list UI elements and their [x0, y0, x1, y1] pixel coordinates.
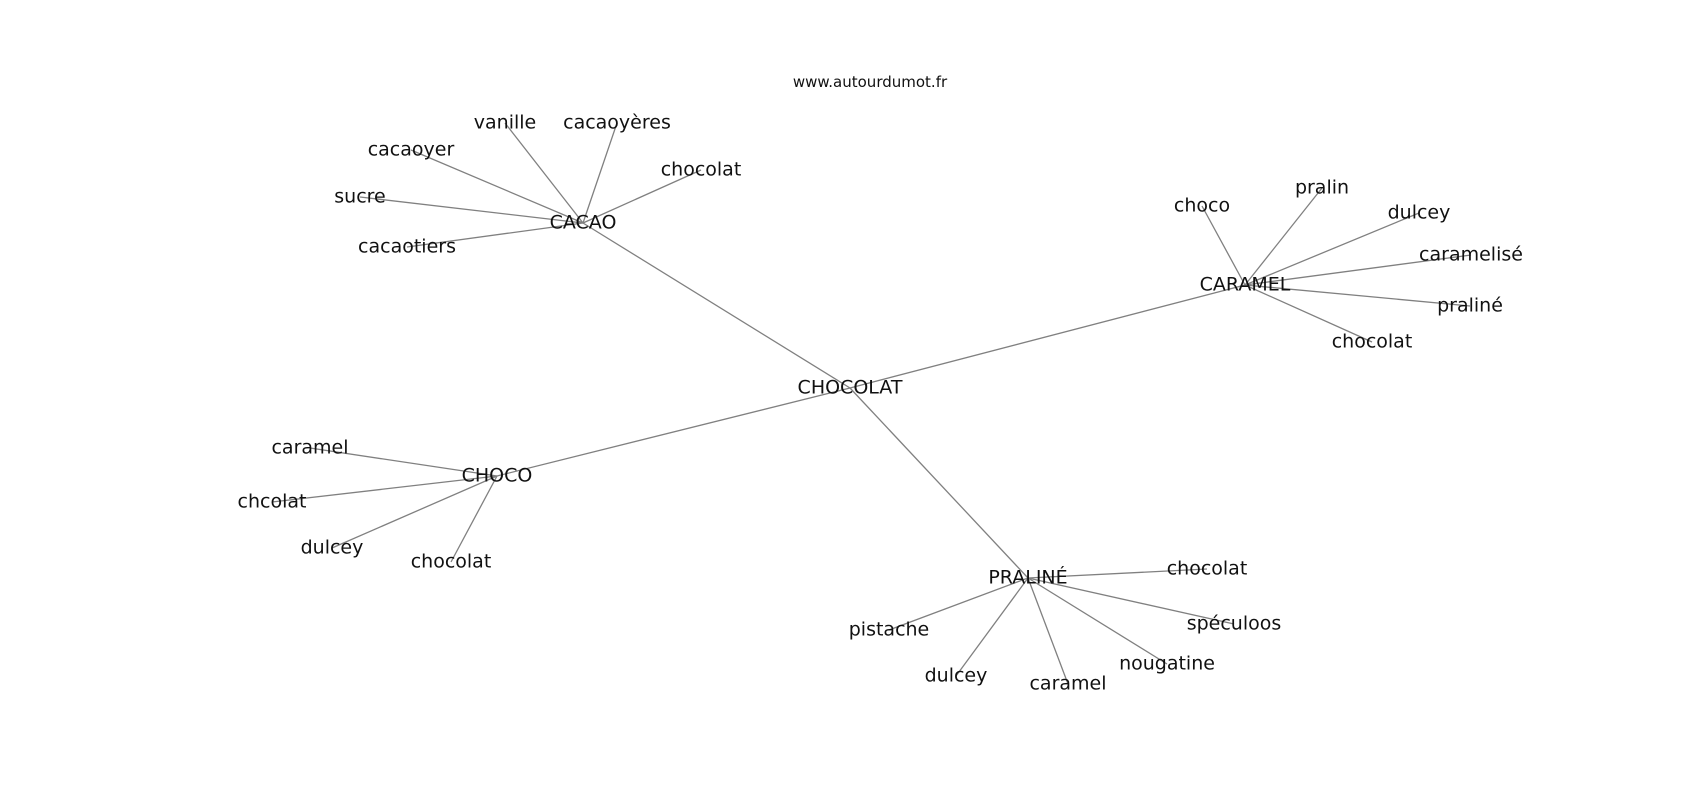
edge-caramel-pralin: [1244, 187, 1323, 286]
edge-caramel-praline: [1244, 284, 1471, 307]
node-hub-praline: PRALINÉ: [988, 566, 1067, 589]
edge-praline-pistache: [888, 577, 1029, 631]
node-leaf-caramel-dulcey: dulcey: [1388, 202, 1451, 224]
node-leaf-cacao-vanille: vanille: [474, 112, 536, 134]
edge-root-caramel: [849, 284, 1246, 389]
node-leaf-choco-chcolat: chcolat: [238, 491, 307, 513]
edge-root-choco: [496, 387, 851, 477]
edge-choco-dulcey: [331, 475, 498, 549]
edge-cacao-cacaoyer: [410, 149, 584, 224]
node-leaf-caramel-pralin: pralin: [1295, 177, 1349, 199]
edge-caramel-caramelise: [1244, 254, 1472, 286]
edge-cacao-sucre: [359, 196, 584, 224]
edges-layer: [271, 122, 1472, 685]
node-leaf-cacao-cacaoyeres: cacaoyères: [563, 112, 671, 134]
edge-caramel-dulcey: [1244, 212, 1420, 286]
node-leaf-caramel-chocolat: chocolat: [1332, 331, 1413, 353]
edge-choco-chcolat: [271, 475, 498, 503]
node-leaf-praline-caramel: caramel: [1029, 673, 1106, 695]
node-root-chocolat: CHOCOLAT: [798, 377, 903, 399]
node-hub-caramel: CARAMEL: [1200, 274, 1291, 296]
edge-praline-speculoos: [1027, 577, 1235, 625]
edge-caramel-chocolat: [1244, 284, 1373, 343]
node-leaf-praline-chocolat: chocolat: [1167, 558, 1248, 580]
edge-praline-dulcey: [955, 577, 1029, 677]
labels-layer: www.autourdumot.fr CHOCOLAT CACAO vanille c…: [238, 73, 1523, 695]
node-hub-cacao: CACAO: [550, 212, 617, 234]
edge-choco-caramel: [309, 447, 498, 477]
node-leaf-cacao-chocolat: chocolat: [661, 159, 742, 181]
edge-cacao-cacaotiers: [406, 222, 584, 248]
node-leaf-cacao-sucre: sucre: [334, 186, 385, 208]
edge-cacao-cacaoyeres: [582, 122, 618, 224]
node-leaf-choco-chocolat: chocolat: [411, 551, 492, 573]
node-leaf-cacao-cacaotiers: cacaotiers: [358, 236, 456, 258]
node-leaf-choco-caramel: caramel: [271, 437, 348, 459]
edge-praline-chocolat: [1027, 568, 1208, 579]
source-label: www.autourdumot.fr: [793, 73, 948, 91]
edge-root-cacao: [582, 222, 851, 389]
node-leaf-praline-dulcey: dulcey: [925, 665, 988, 687]
edge-praline-nougatine: [1027, 577, 1168, 665]
node-hub-choco: CHOCO: [462, 465, 533, 487]
node-leaf-choco-dulcey: dulcey: [301, 537, 364, 559]
edge-cacao-chocolat: [582, 169, 702, 224]
node-leaf-praline-speculoos: spéculoos: [1187, 613, 1282, 635]
node-leaf-caramel-praline: praliné: [1437, 295, 1503, 317]
node-leaf-praline-pistache: pistache: [849, 619, 930, 641]
edge-caramel-choco: [1201, 205, 1246, 286]
edge-choco-chocolat: [450, 475, 498, 563]
node-leaf-caramel-caramelise: caramelisé: [1419, 244, 1523, 266]
node-leaf-cacao-cacaoyer: cacaoyer: [368, 139, 455, 161]
node-leaf-caramel-choco: choco: [1174, 195, 1230, 217]
edge-cacao-vanille: [504, 122, 584, 224]
edge-root-praline: [849, 387, 1029, 579]
edge-praline-caramel: [1027, 577, 1069, 685]
node-leaf-praline-nougatine: nougatine: [1119, 653, 1215, 675]
